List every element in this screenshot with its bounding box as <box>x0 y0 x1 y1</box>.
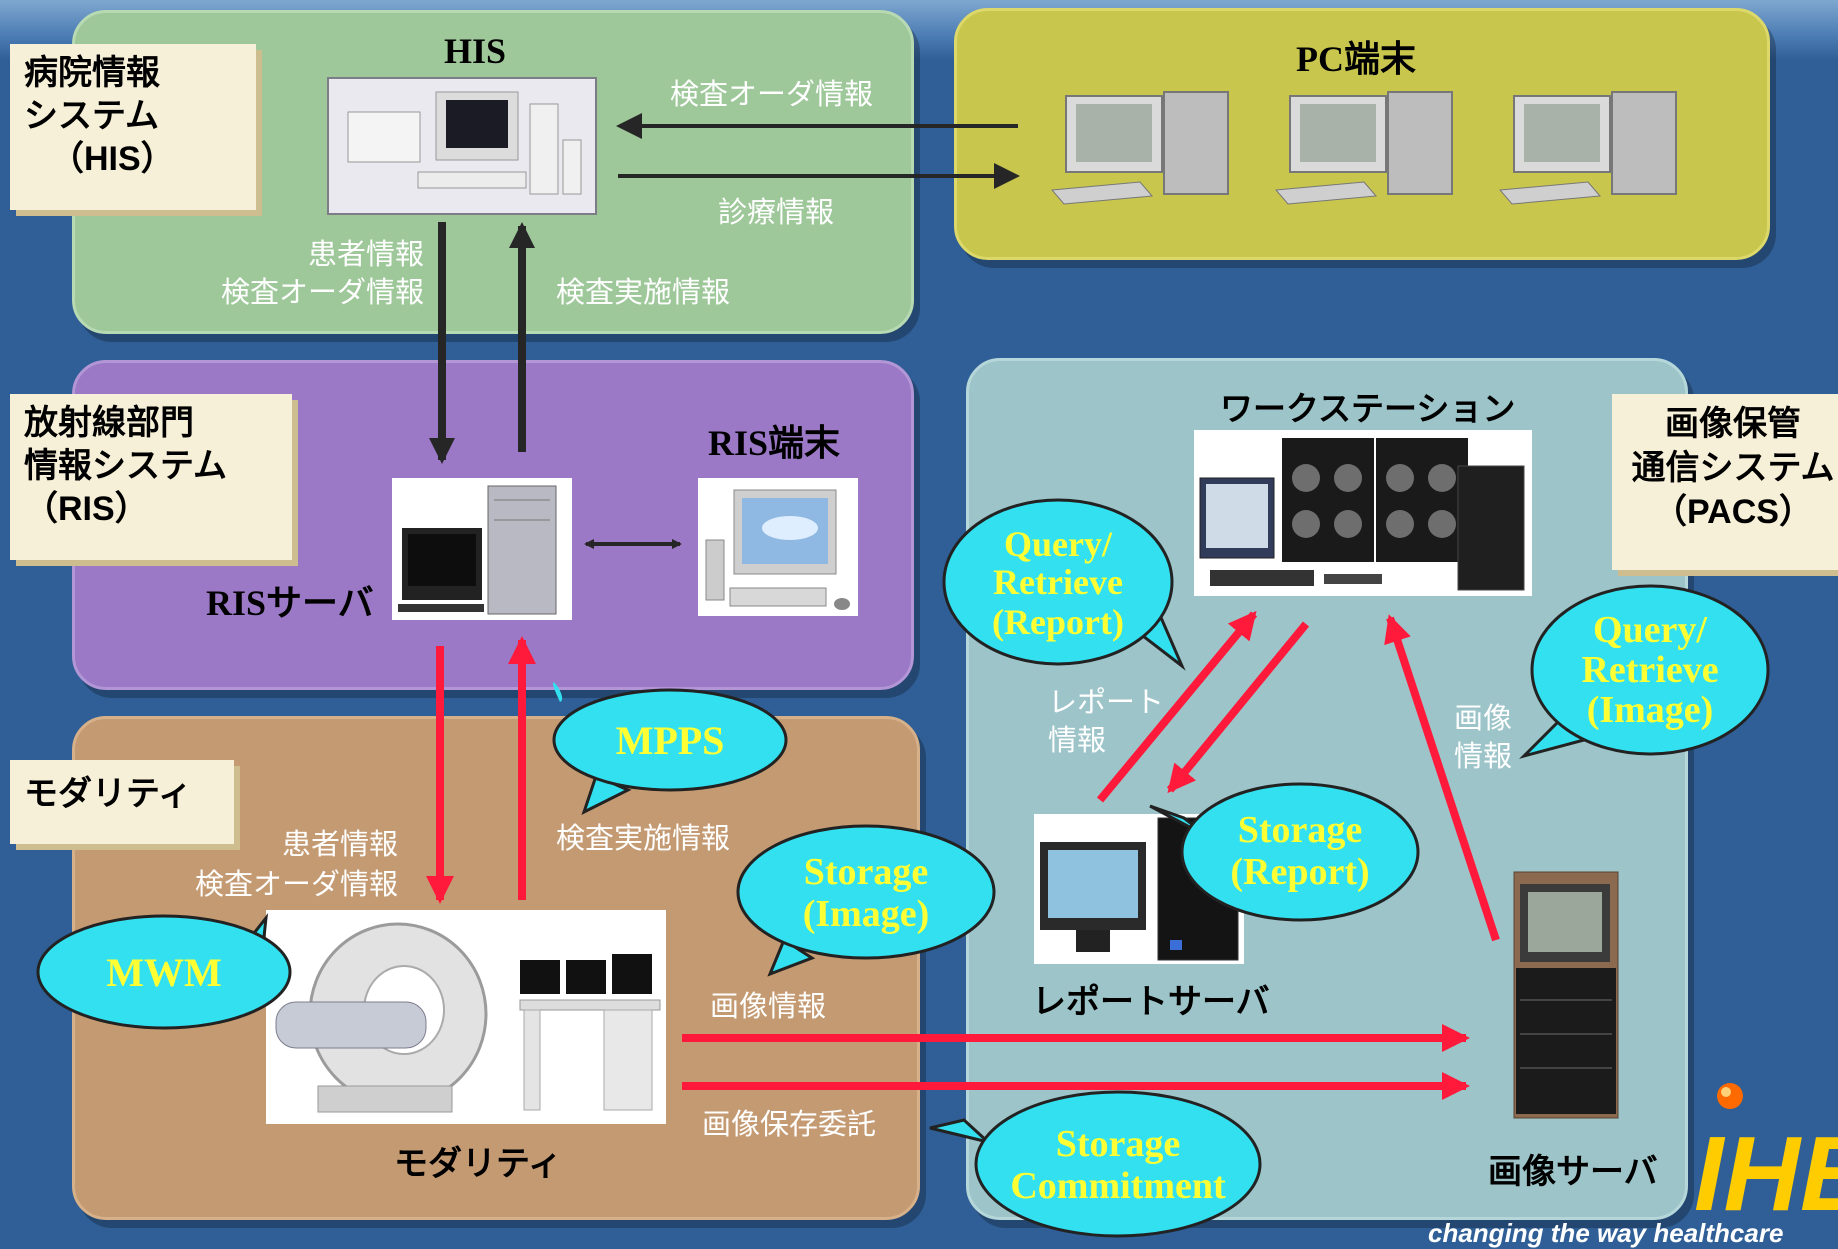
storage-commitment-label: Storage <box>1056 1123 1181 1165</box>
ris-server-image <box>392 478 572 620</box>
storage-image-label: Storage <box>804 851 929 893</box>
mpps-callout: MPPS <box>552 682 788 815</box>
storage-image-label: (Image) <box>803 893 930 935</box>
flow-exam-done: 検査実施情報 <box>556 277 731 309</box>
his-title: HIS <box>444 31 507 71</box>
qr-report-callout: Query/ Retrieve (Report) <box>942 498 1186 671</box>
ihe-logo: IHE <box>1694 1083 1838 1232</box>
pc-terminal-image <box>1050 91 1229 205</box>
storage-report-label: (Report) <box>1230 851 1369 893</box>
his-zone-tag: 病院情報 システム （HIS） <box>10 44 256 210</box>
pc-terminal-image <box>1498 91 1677 205</box>
flow-order-info: 検査オーダ情報 <box>670 79 874 111</box>
storage-commitment-callout: Storage Commitment <box>929 1090 1262 1238</box>
his-tag-line: 病院情報 <box>24 54 160 92</box>
qr-report-label: Query/ <box>1004 524 1113 564</box>
ris-zone-tag: 放射線部門 情報システム （RIS） <box>10 394 292 560</box>
arrow-image-to-ws <box>1384 614 1500 942</box>
qr-report-label: (Report) <box>992 602 1124 642</box>
pacs-tag-line: 画像保管 <box>1665 405 1801 443</box>
workstation-title: ワークステーション <box>1220 390 1516 427</box>
workstation-image <box>1194 430 1532 596</box>
qr-report-label: Retrieve <box>993 562 1123 602</box>
mpps-label: MPPS <box>616 718 725 763</box>
mwm-label: MWM <box>106 950 222 995</box>
pc-terminal-image <box>1274 91 1453 205</box>
flow-report-info-line: レポート <box>1048 687 1165 719</box>
flow-storage-commit: 画像保存委託 <box>702 1109 877 1141</box>
ris-tag-line: （RIS） <box>24 490 149 528</box>
modality-title: モダリティ <box>394 1145 562 1183</box>
flow-patient-info: 患者情報 <box>307 239 424 271</box>
qr-image-callout: Query/ Retrieve (Image) <box>1518 584 1770 759</box>
flow-care-info: 診療情報 <box>718 197 835 229</box>
ihe-tagline: changing the way healthcare <box>1428 1218 1784 1248</box>
flow-exam-done-2: 検査実施情報 <box>556 823 731 855</box>
storage-image-callout: Storage (Image) <box>736 824 996 977</box>
arrow-report-to-ws <box>1096 610 1258 803</box>
ct-scanner-image <box>266 910 666 1124</box>
modality-tag-label: モダリティ <box>24 775 192 813</box>
image-server-image <box>1513 871 1619 1119</box>
report-server-title: レポートサーバ <box>1032 983 1270 1021</box>
ris-server-title: RISサーバ <box>206 583 374 623</box>
mwm-callout: MWM <box>36 913 292 1030</box>
flow-image-info-2-line: 画像 <box>1454 703 1513 735</box>
arrow-ws-to-report <box>1166 621 1310 794</box>
ris-terminal-image <box>698 478 858 616</box>
flow-report-info: レポート 情報 <box>1048 684 1164 760</box>
his-tag-line: （HIS） <box>50 140 175 178</box>
flow-report-info-line: 情報 <box>1048 725 1107 757</box>
flow-image-info: 画像情報 <box>710 991 827 1023</box>
qr-image-label: Retrieve <box>1581 649 1718 691</box>
storage-report-callout: Storage (Report) <box>1149 782 1420 922</box>
pacs-zone-tag: 画像保管 通信システム （PACS） <box>1612 394 1838 570</box>
ris-tag-line: 情報システム <box>24 447 227 485</box>
ihe-logo-text: IHE <box>1694 1115 1838 1232</box>
pacs-tag-line: 通信システム <box>1631 449 1835 487</box>
flow-order-info-2: 検査オーダ情報 <box>220 277 424 309</box>
ris-terminal-title: RIS端末 <box>708 423 841 463</box>
ris-tag-line: 放射線部門 <box>24 404 194 442</box>
his-tag-line: システム <box>24 97 159 135</box>
flow-order-info-3: 検査オーダ情報 <box>194 869 398 901</box>
qr-image-label: Query/ <box>1593 609 1707 651</box>
his-computer-image <box>327 77 597 215</box>
modality-zone-tag: モダリティ <box>10 760 234 844</box>
pacs-tag-line: （PACS） <box>1653 493 1813 531</box>
flow-image-info-2-line: 情報 <box>1454 741 1513 773</box>
image-server-title: 画像サーバ <box>1488 1153 1658 1191</box>
storage-report-label: Storage <box>1238 809 1363 851</box>
qr-image-label: (Image) <box>1587 689 1714 731</box>
storage-commitment-label: Commitment <box>1010 1165 1226 1207</box>
pc-terminal-title: PC端末 <box>1296 39 1416 79</box>
flow-image-info-2: 画像 情報 <box>1454 700 1512 776</box>
flow-patient-info-2: 患者情報 <box>281 829 398 861</box>
